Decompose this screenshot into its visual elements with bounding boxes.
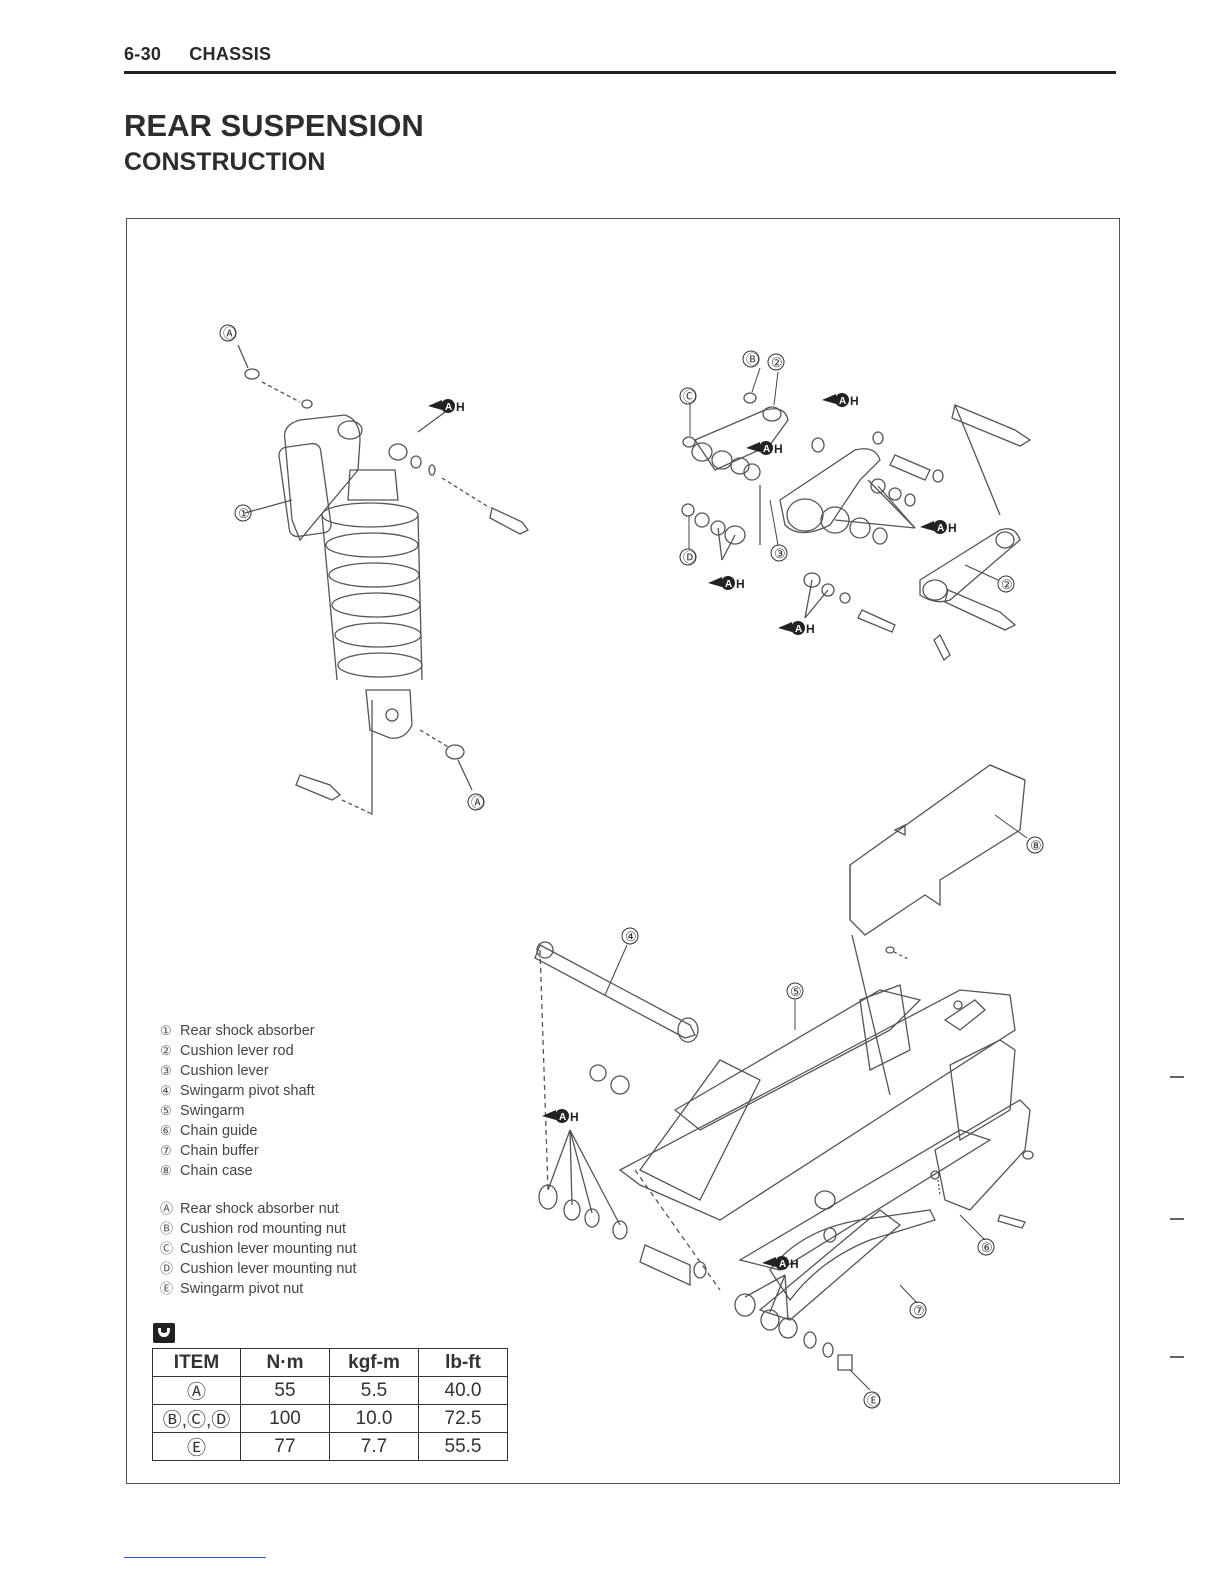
page-header: 6-30 CHASSIS: [124, 44, 271, 65]
fastener-legend: Ⓐ Rear shock absorber nut Ⓑ Cushion rod …: [160, 1199, 357, 1299]
legend-label: Chain buffer: [180, 1143, 259, 1159]
legend-num: Ⓔ: [160, 1281, 174, 1296]
table-cell: 77: [240, 1432, 330, 1461]
legend-num: ③: [160, 1063, 172, 1078]
legend-label: Chain guide: [180, 1123, 258, 1139]
callout-c: Ⓒ: [683, 389, 696, 404]
header-rule: [124, 71, 1116, 74]
margin-mark: [1170, 1076, 1184, 1078]
table-cell: 40.0: [418, 1376, 508, 1405]
legend-label: Rear shock absorber: [180, 1023, 315, 1039]
legend-item: ④ Swingarm pivot shaft: [160, 1081, 315, 1101]
legend-label: Swingarm pivot nut: [180, 1281, 304, 1297]
margin-mark: [1170, 1218, 1184, 1220]
legend-num: ①: [160, 1023, 172, 1038]
callout-d: Ⓓ: [683, 550, 696, 565]
legend-label: Cushion lever mounting nut: [180, 1241, 357, 1257]
callout-labels: Ⓐ ① Ⓐ Ⓑ ② Ⓒ Ⓓ ③ ② ⑧ ④ ⑤ ⑥ ⑦ Ⓔ: [219, 324, 1044, 1409]
legend-label: Cushion lever: [180, 1063, 269, 1079]
legend-item: Ⓔ Swingarm pivot nut: [160, 1279, 357, 1299]
legend-item: ② Cushion lever rod: [160, 1041, 315, 1061]
col-header-nm: N·m: [240, 1348, 330, 1377]
table-cell: Ⓔ: [152, 1432, 241, 1461]
callout-4: ④: [625, 929, 637, 944]
callout-e: Ⓔ: [867, 1393, 880, 1408]
legend-num: Ⓑ: [160, 1221, 174, 1236]
torque-table: ITEM N·m kgf-m lb-ft Ⓐ 55 5.5 40.0 Ⓑ,Ⓒ,Ⓓ…: [152, 1348, 508, 1461]
col-header-kgfm: kgf-m: [329, 1348, 419, 1377]
table-cell: 72.5: [418, 1404, 508, 1433]
legend-item: ⑧ Chain case: [160, 1161, 315, 1181]
callout-1: ①: [238, 506, 250, 521]
footer-line: [124, 1557, 266, 1558]
legend-label: Cushion lever mounting nut: [180, 1261, 357, 1277]
legend-item: ③ Cushion lever: [160, 1061, 315, 1081]
table-cell: 7.7: [329, 1432, 419, 1461]
chain-case: [849, 764, 1026, 961]
callout-a-top: Ⓐ: [223, 326, 236, 341]
table-cell: 5.5: [329, 1376, 419, 1405]
legend-label: Chain case: [180, 1163, 253, 1179]
callout-5: ⑤: [790, 984, 802, 999]
table-header-row: ITEM N·m kgf-m lb-ft: [152, 1348, 508, 1377]
legend-label: Swingarm: [180, 1103, 245, 1119]
table-cell: Ⓑ,Ⓒ,Ⓓ: [152, 1404, 241, 1433]
leader-lines: [604, 367, 1028, 1391]
legend-num: Ⓒ: [160, 1241, 174, 1256]
shock-spring: [321, 502, 423, 681]
section-title: REAR SUSPENSION: [124, 108, 424, 143]
table-cell: Ⓐ: [152, 1376, 241, 1405]
table-row: Ⓐ 55 5.5 40.0: [152, 1376, 508, 1405]
callout-2-right: ②: [1001, 577, 1013, 592]
legend-item: Ⓓ Cushion lever mounting nut: [160, 1259, 357, 1279]
shock-absorber: [237, 344, 529, 815]
legend-label: Cushion rod mounting nut: [180, 1221, 347, 1237]
swingarm: [534, 934, 1034, 1371]
table-cell: 55.5: [418, 1432, 508, 1461]
diagram-frame: [126, 218, 1120, 1484]
legend-num: ④: [160, 1083, 172, 1098]
legend-num: ⑥: [160, 1123, 172, 1138]
legend-item: ① Rear shock absorber: [160, 1021, 315, 1041]
margin-mark: [1170, 1356, 1184, 1358]
legend-num: ⑦: [160, 1143, 172, 1158]
table-row: Ⓑ,Ⓒ,Ⓓ 100 10.0 72.5: [152, 1404, 508, 1433]
callout-6: ⑥: [981, 1240, 993, 1255]
table-row: Ⓔ 77 7.7 55.5: [152, 1432, 508, 1461]
torque-wrench-icon: [153, 1323, 175, 1343]
legend-item: Ⓒ Cushion lever mounting nut: [160, 1239, 357, 1259]
table-cell: 55: [240, 1376, 330, 1405]
callout-7: ⑦: [913, 1303, 925, 1318]
legend-item: Ⓐ Rear shock absorber nut: [160, 1199, 357, 1219]
legend-num: ②: [160, 1043, 172, 1058]
callout-2-top: ②: [771, 355, 783, 370]
legend-num: ⑧: [160, 1163, 172, 1178]
legend-label: Swingarm pivot shaft: [180, 1083, 315, 1099]
parts-legend: ① Rear shock absorber ② Cushion lever ro…: [160, 1021, 315, 1181]
callout-b: Ⓑ: [746, 352, 759, 367]
legend-label: Cushion lever rod: [180, 1043, 294, 1059]
legend-item: ⑤ Swingarm: [160, 1101, 315, 1121]
legend-label: Rear shock absorber nut: [180, 1201, 339, 1217]
cushion-linkage: [681, 392, 1032, 662]
legend-num: Ⓐ: [160, 1201, 174, 1216]
callout-8: ⑧: [1030, 838, 1042, 853]
section-subtitle: CONSTRUCTION: [124, 148, 326, 176]
legend-num: Ⓓ: [160, 1261, 174, 1276]
col-header-item: ITEM: [152, 1348, 241, 1377]
callout-3: ③: [774, 546, 786, 561]
legend-item: ⑦ Chain buffer: [160, 1141, 315, 1161]
callout-a-bottom: Ⓐ: [471, 795, 484, 810]
legend-num: ⑤: [160, 1103, 172, 1118]
page-number: 6-30: [124, 44, 162, 64]
col-header-lbft: lb-ft: [418, 1348, 508, 1377]
chapter-name: CHASSIS: [189, 44, 272, 64]
table-cell: 100: [240, 1404, 330, 1433]
table-cell: 10.0: [329, 1404, 419, 1433]
legend-item: ⑥ Chain guide: [160, 1121, 315, 1141]
legend-item: Ⓑ Cushion rod mounting nut: [160, 1219, 357, 1239]
